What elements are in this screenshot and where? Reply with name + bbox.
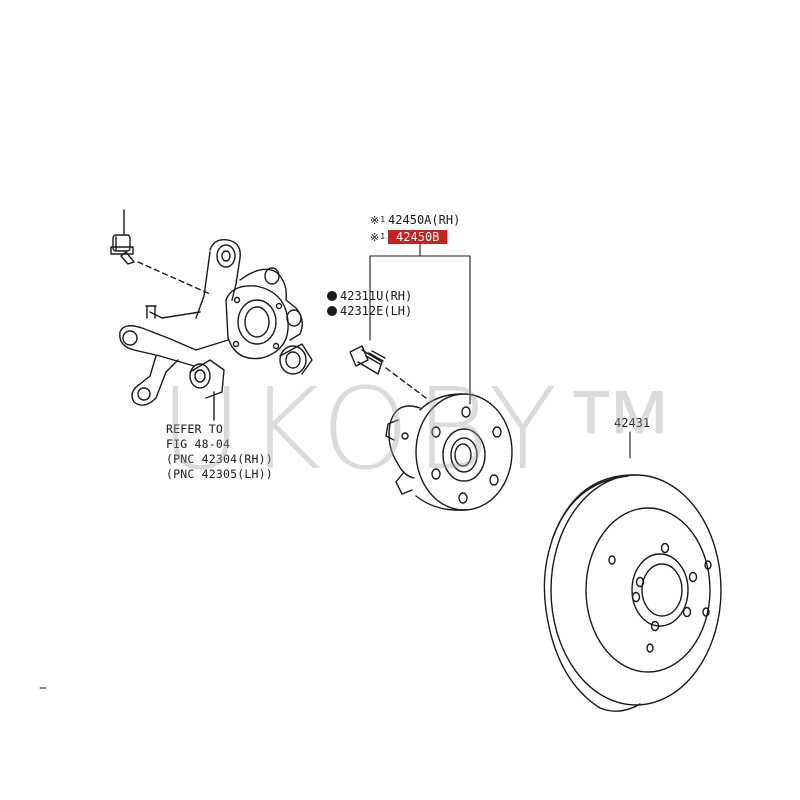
bullet-icon [327, 291, 337, 301]
brake-disc [543, 474, 722, 712]
highlighted-part-number: 42450B [388, 230, 448, 244]
bolt-part-label-lh: 42312E(LH) [327, 304, 412, 318]
note-mark-number: 1 [380, 232, 386, 241]
hub-leader-lines [369, 243, 471, 405]
note-mark-symbol: ※ [370, 231, 380, 244]
hub-bolt [349, 345, 427, 399]
bolt-part-number-lh: 42312E(LH) [340, 304, 413, 318]
note-mark-number: 1 [380, 215, 386, 224]
knuckle-ref-line-1: REFER TO [166, 422, 223, 436]
hub-part-number-rh: 42450A(RH) [388, 213, 461, 227]
bolt-part-label-rh: 42311U(RH) [327, 289, 412, 303]
knuckle-ref-line-2: FIG 48-04 [166, 437, 231, 451]
hub-bearing-assembly [385, 393, 513, 511]
rear-knuckle [119, 239, 313, 421]
bullet-icon [327, 306, 337, 316]
knuckle-ref-line-3: (PNC 42304(RH)) [166, 452, 273, 466]
knuckle-ref-line-4: (PNC 42305(LH)) [166, 467, 273, 481]
bolt-part-number-rh: 42311U(RH) [340, 289, 413, 303]
knuckle-bolt [110, 209, 211, 295]
disc-part-number: 42431 [614, 416, 651, 430]
note-mark-symbol: ※ [370, 214, 380, 227]
